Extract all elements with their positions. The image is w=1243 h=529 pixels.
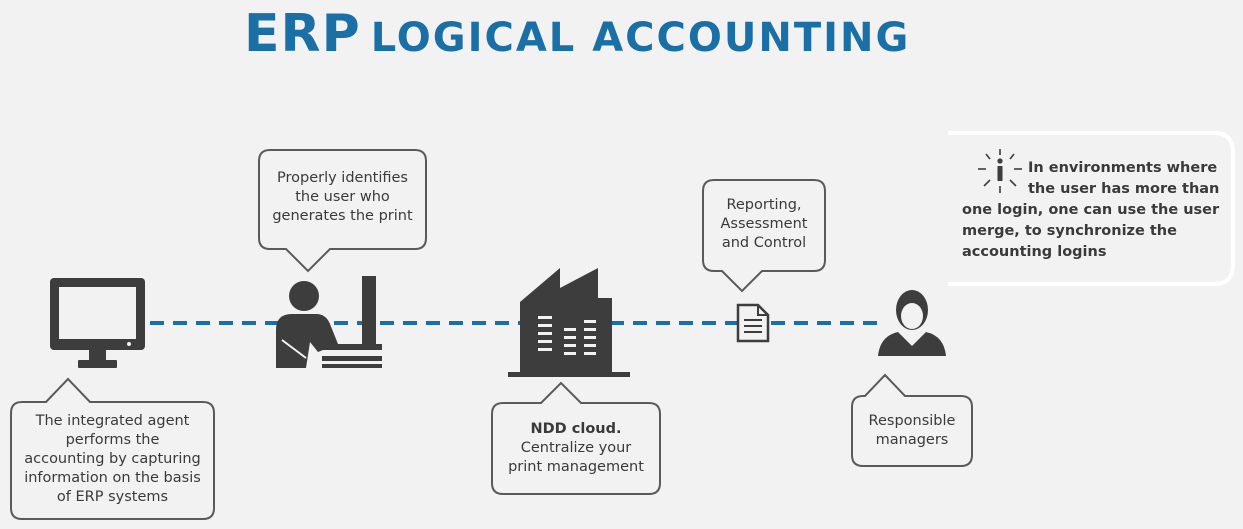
agent-bubble-shape: [10, 377, 215, 520]
desktop-computer-icon: [50, 278, 145, 368]
title-erp: ERP: [244, 4, 361, 64]
managers-line: managers: [875, 432, 949, 448]
cloud-line: NDD cloud.: [530, 421, 622, 437]
identify-line: generates the print: [272, 208, 413, 224]
cloud-bubble: NDD cloud. Centralize your print managem…: [491, 381, 661, 495]
agent-line: of ERP systems: [56, 489, 169, 505]
report-line: Assessment: [720, 216, 808, 232]
report-line: Reporting,: [726, 197, 802, 213]
info-tip-body: the user has more than one login, one ca…: [962, 181, 1220, 260]
cloud-bubble-shape: [491, 381, 661, 495]
document-icon: [736, 303, 770, 343]
info-tip-box: [948, 131, 1235, 286]
info-tip-text: In environments where the user has more …: [962, 158, 1227, 263]
user-at-workstation-icon: [276, 276, 382, 368]
agent-bubble: The integrated agent performs the accoun…: [10, 377, 215, 520]
cloud-line: Centralize your: [520, 440, 632, 456]
report-bubble: Reporting, Assessment and Control: [702, 179, 826, 293]
report-bubble-shape: [702, 179, 826, 293]
report-line: and Control: [721, 235, 807, 251]
agent-line: information on the basis: [24, 470, 201, 486]
factory-building-icon: [508, 268, 630, 377]
identify-bubble-shape: [258, 149, 427, 273]
info-tip-line1: In environments where: [1028, 160, 1218, 176]
managers-bubble-shape: [851, 373, 973, 467]
manager-person-icon: [878, 290, 946, 356]
identify-line: Properly identifies: [277, 170, 408, 186]
managers-bubble: Responsible managers: [851, 373, 973, 467]
info-icon: [978, 149, 1022, 193]
agent-line: performs the: [65, 432, 160, 448]
cloud-line: print management: [508, 459, 644, 475]
agent-line: accounting by capturing: [24, 451, 201, 467]
identify-bubble: Properly identifies the user who generat…: [258, 149, 427, 273]
identify-line: the user who: [295, 189, 390, 205]
agent-line: The integrated agent: [35, 413, 190, 429]
title-rest: LOGICAL ACCOUNTING: [370, 15, 911, 61]
managers-line: Responsible: [868, 413, 956, 429]
